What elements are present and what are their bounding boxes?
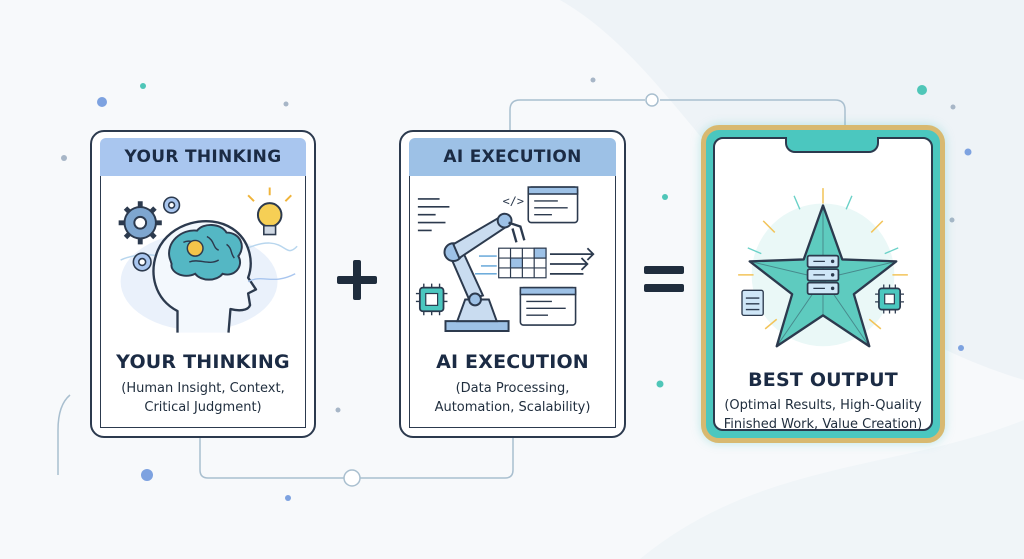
card-desc-line2: Automation, Scalability): [434, 400, 591, 415]
card-body-frame: </>: [409, 176, 616, 428]
server-icon: [806, 254, 840, 296]
card-your-thinking: YOUR THINKING: [90, 130, 316, 438]
svg-text:</>: </>: [503, 194, 524, 208]
card-title-your-thinking: YOUR THINKING: [116, 351, 290, 373]
robot-arm-icon: </>: [415, 186, 595, 332]
card-desc-line1: (Data Processing,: [455, 381, 570, 396]
gear-icon: [118, 201, 162, 245]
equals-icon: [644, 266, 684, 292]
card-desc-line2: Critical Judgment): [144, 400, 262, 415]
code-window-icon: [519, 286, 577, 326]
card-notch: [785, 137, 879, 153]
card-ai-execution: AI EXECUTION </>: [399, 130, 626, 438]
card-body-frame: YOUR THINKING (Human Insight, Context, C…: [100, 176, 306, 428]
data-grid-icon: [498, 247, 547, 279]
head-brain-icon: [118, 187, 298, 333]
card-best-output: BEST OUTPUT (Optimal Results, High-Quali…: [701, 125, 945, 443]
card-title-best-output: BEST OUTPUT: [748, 369, 898, 391]
card-header-your-thinking: YOUR THINKING: [100, 138, 306, 176]
chip-icon: [875, 284, 904, 314]
card-desc-line1: (Human Insight, Context,: [121, 381, 285, 396]
card-title-ai-execution: AI EXECUTION: [436, 351, 589, 373]
card-desc-line1: (Optimal Results, High-Quality: [724, 398, 922, 413]
lightbulb-icon: [247, 187, 292, 236]
plus-icon: [337, 260, 377, 300]
card-best-output-inner: BEST OUTPUT (Optimal Results, High-Quali…: [713, 137, 933, 432]
star-icon: [738, 188, 908, 348]
card-desc-line2: Finished Work, Value Creation): [723, 417, 923, 432]
code-window-icon: [527, 186, 579, 224]
card-header-ai-execution: AI EXECUTION: [409, 138, 616, 176]
chip-icon: [415, 283, 448, 316]
